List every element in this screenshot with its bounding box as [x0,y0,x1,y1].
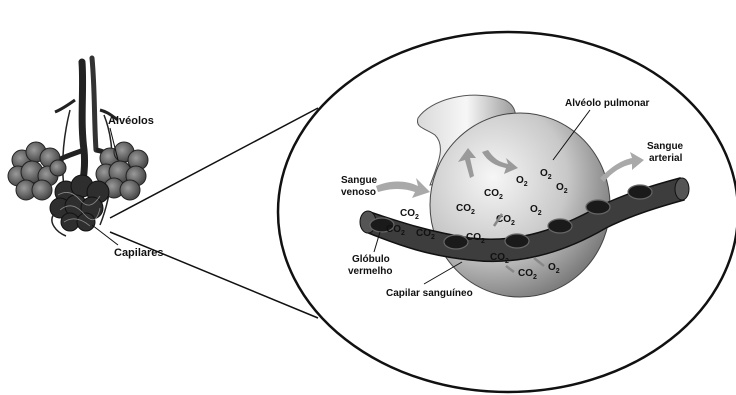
red-blood-cell [505,234,529,248]
red-blood-cell [586,200,610,214]
sangue-arterial-label-line1: Sangue [647,141,684,152]
alveolo-pulmonar-label: Alvéolo pulmonar [565,98,650,109]
red-blood-cell [628,185,652,199]
capilar-sanguineo-label: Capilar sanguíneo [386,288,473,299]
capilares-label: Capilares [114,247,164,259]
sangue-venoso-label-line1: Sangue [341,175,378,186]
sangue-venoso-label-line2: venoso [341,187,376,198]
globulo-vermelho-label-line1: Glóbulo [352,254,390,265]
globulo-vermelho-label-line2: vermelho [348,266,392,277]
capilares-leader-line [92,225,118,245]
sangue-arterial-label-line2: arterial [649,153,683,164]
red-blood-cell [548,219,572,233]
red-blood-cell [444,235,468,249]
alveolos-label: Alvéolos [108,115,154,127]
